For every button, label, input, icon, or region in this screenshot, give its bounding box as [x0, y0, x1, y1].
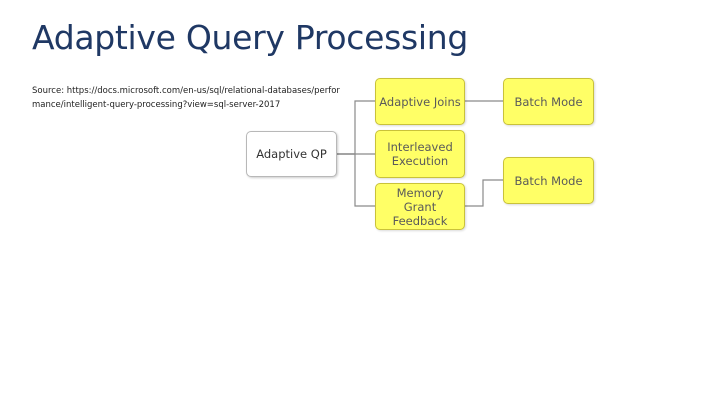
page-title: Adaptive Query Processing — [32, 18, 469, 57]
source-citation: Source: https://docs.microsoft.com/en-us… — [32, 86, 340, 110]
node-adaptive-joins: Adaptive Joins — [375, 78, 465, 125]
connector-root-adaptive-joins — [337, 100, 375, 155]
connector-root-memory-grant — [337, 153, 375, 207]
node-memory-grant-feedback: Memory Grant Feedback — [375, 183, 465, 230]
node-batch-mode-1: Batch Mode — [503, 78, 594, 125]
node-adaptive-qp: Adaptive QP — [246, 131, 337, 177]
node-batch-mode-2: Batch Mode — [503, 157, 594, 204]
node-interleaved-execution: Interleaved Execution — [375, 130, 465, 178]
connector-memory-grant-batch — [465, 179, 503, 207]
